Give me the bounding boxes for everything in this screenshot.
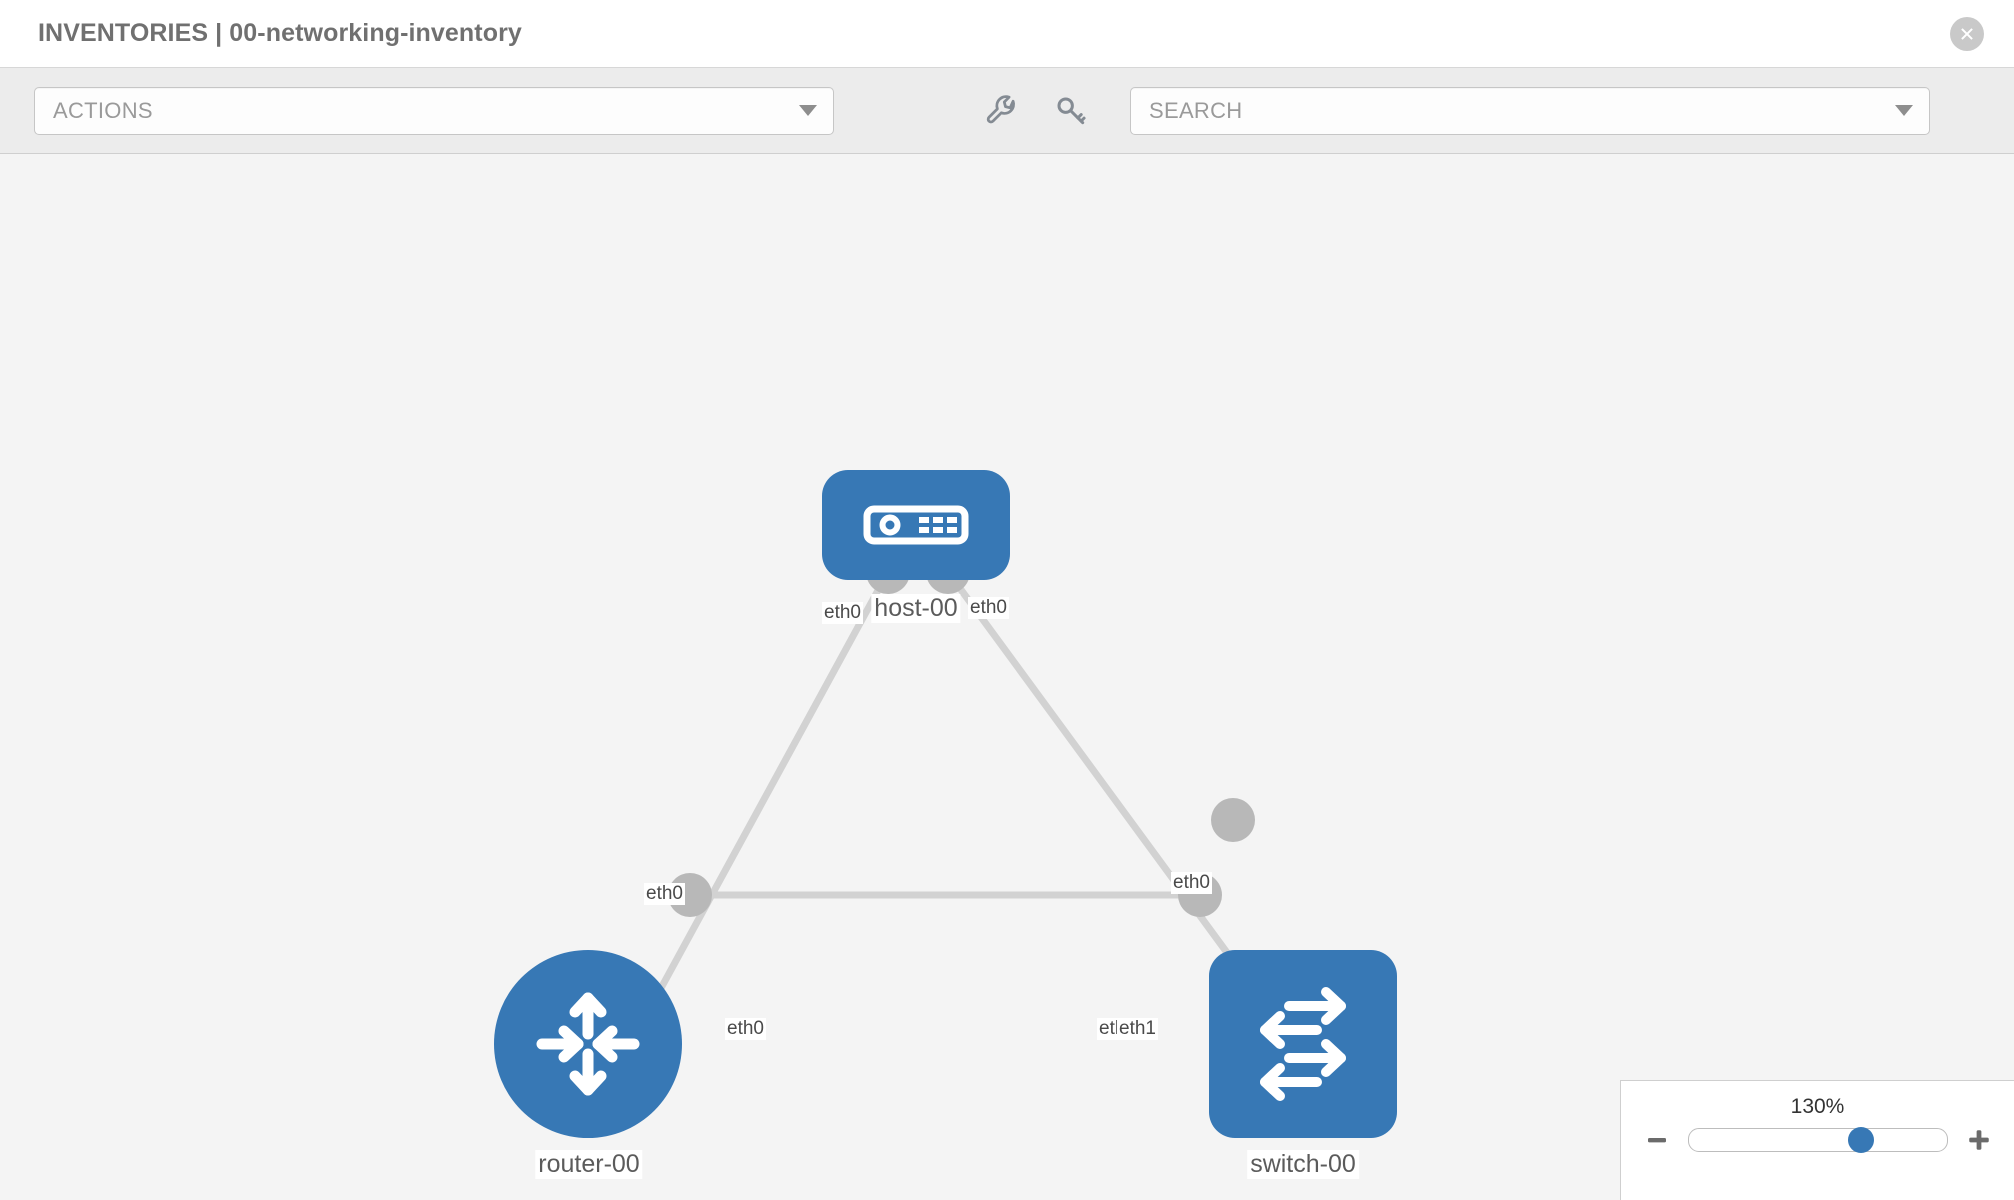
topology-canvas[interactable]: host-00 router-00: [0, 154, 2014, 1200]
actions-dropdown[interactable]: ACTIONS: [34, 86, 834, 135]
header-bar: INVENTORIES | 00-networking-inventory: [0, 0, 2014, 68]
interface-label[interactable]: eth0: [822, 602, 863, 624]
search-input[interactable]: SEARCH: [1130, 86, 1930, 135]
endpoint-circle: [1211, 798, 1255, 842]
actions-dropdown-label: ACTIONS: [53, 97, 153, 123]
zoom-slider-thumb[interactable]: [1848, 1127, 1875, 1153]
link-host00-router00: [644, 570, 892, 1014]
server-icon: [863, 505, 969, 545]
zoom-out-button[interactable]: [1644, 1127, 1670, 1153]
page-title: INVENTORIES | 00-networking-inventory: [38, 19, 522, 47]
interface-label[interactable]: eth0: [725, 1018, 766, 1040]
node-host-00[interactable]: [822, 470, 1010, 580]
wrench-icon[interactable]: [980, 90, 1022, 132]
key-icon[interactable]: [1050, 90, 1092, 132]
node-router-00[interactable]: [494, 950, 682, 1138]
toolbar-icon-group: [980, 90, 1092, 132]
zoom-control-panel: 130%: [1620, 1080, 2014, 1200]
zoom-slider-track[interactable]: [1687, 1127, 1948, 1153]
chevron-down-icon: [1895, 105, 1913, 116]
interface-label[interactable]: eth0: [1171, 872, 1212, 894]
interface-label[interactable]: eth0: [644, 883, 685, 905]
node-label-switch-00[interactable]: switch-00: [1247, 1150, 1359, 1179]
node-label-host-00[interactable]: host-00: [871, 594, 961, 623]
zoom-slider-row: [1644, 1127, 1992, 1153]
topology-graph: [644, 550, 1255, 1014]
toolbar: ACTIONS SEARCH: [0, 68, 2014, 154]
router-arrows-icon: [536, 992, 640, 1096]
chevron-down-icon: [799, 105, 817, 116]
zoom-in-button[interactable]: [1966, 1127, 1992, 1153]
interface-label[interactable]: eth1: [1117, 1018, 1158, 1040]
node-switch-00[interactable]: [1209, 950, 1397, 1138]
close-icon[interactable]: [1950, 16, 1984, 51]
interface-label[interactable]: eth0: [968, 597, 1009, 619]
zoom-percent-label: 130%: [1790, 1095, 1845, 1118]
node-label-router-00[interactable]: router-00: [535, 1150, 643, 1179]
search-input-value: SEARCH: [1149, 97, 1243, 123]
switch-arrows-icon: [1260, 987, 1346, 1101]
